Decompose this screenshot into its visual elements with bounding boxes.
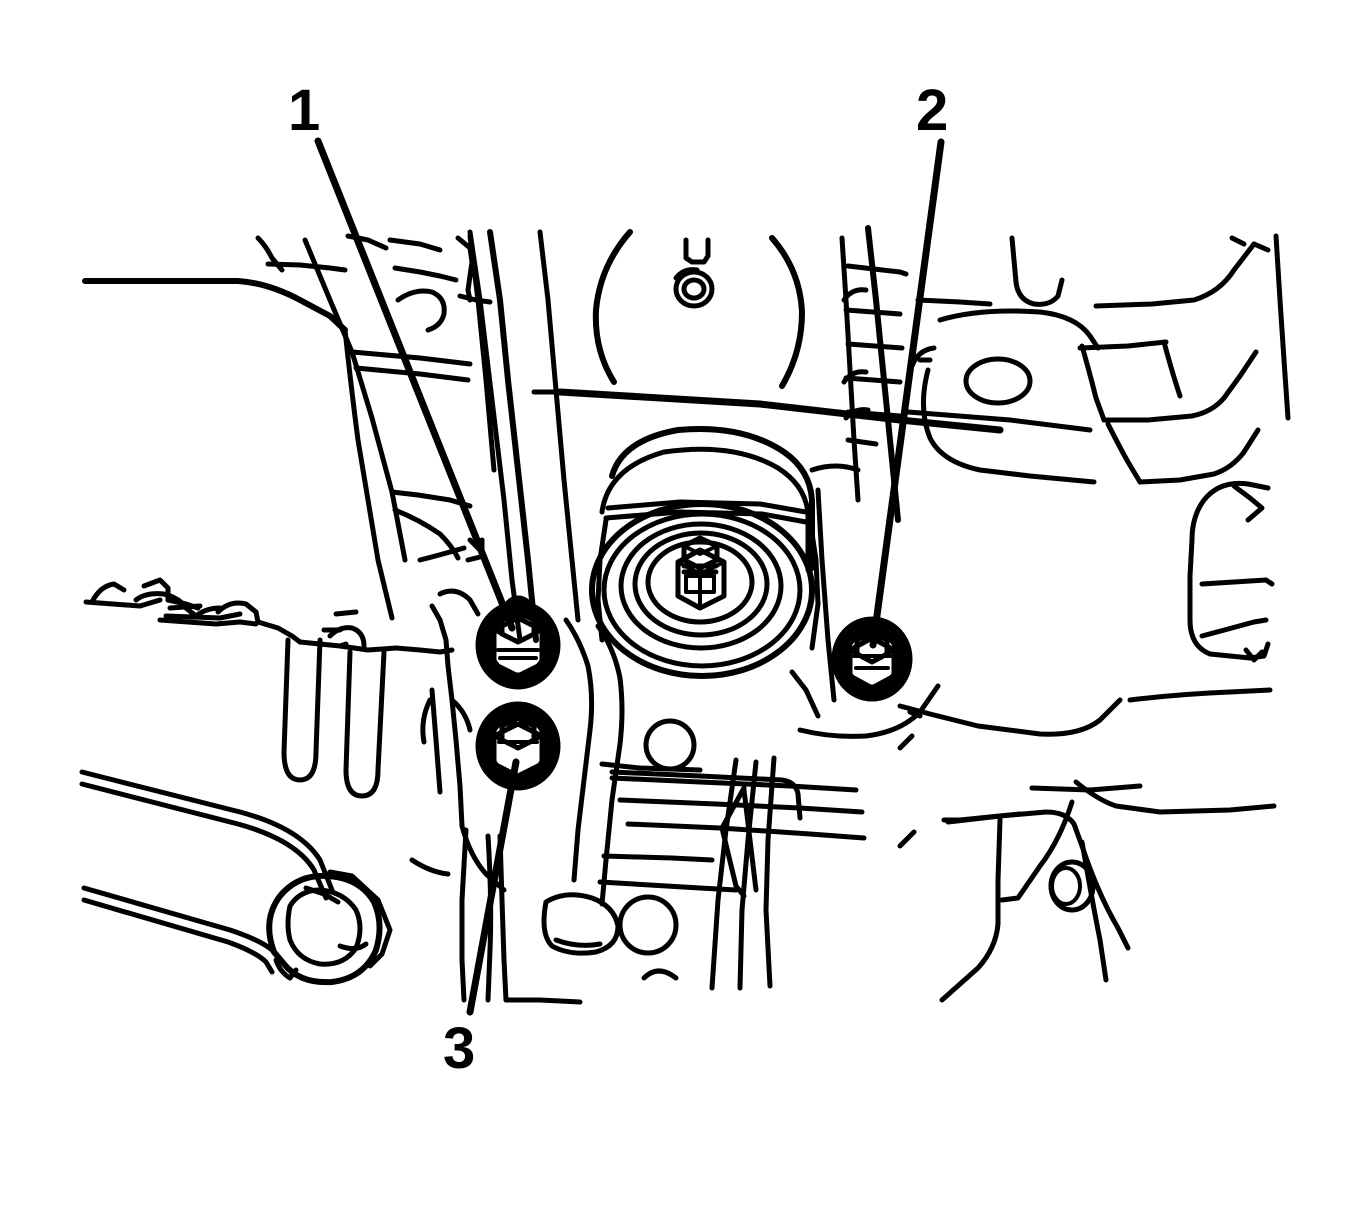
nut-right: [831, 616, 913, 702]
nut-upper-left: [475, 595, 561, 690]
callout-label-1: 1: [288, 78, 321, 143]
drawing-linework: [79, 225, 1291, 1005]
callout-label-2: 2: [916, 78, 949, 143]
callout-label-3: 3: [443, 1016, 476, 1081]
fastener-group: [475, 595, 913, 791]
nut-lower-left: [475, 701, 561, 791]
callout-leader-lines: [314, 137, 945, 1016]
leader-line-1: [314, 137, 516, 632]
leader-line-2: [869, 138, 945, 649]
leader-line-3: [466, 758, 520, 1016]
